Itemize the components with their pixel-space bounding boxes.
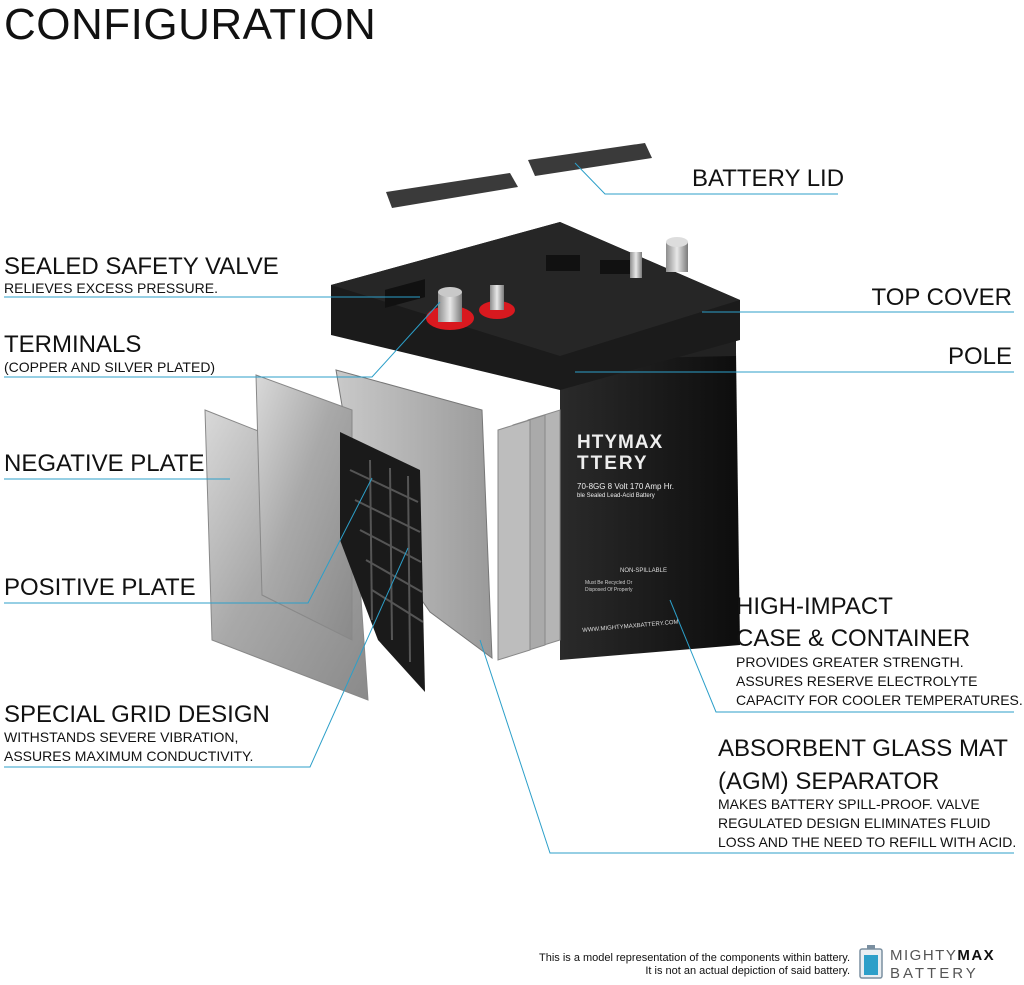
label-positive-plate: POSITIVE PLATE — [4, 574, 196, 601]
battery-logo-icon — [858, 945, 884, 979]
leader-special-grid — [4, 547, 409, 768]
leader-case — [669, 599, 1014, 713]
positive-plate — [255, 374, 353, 641]
leader-agm — [479, 639, 1014, 854]
label-battery-lid: BATTERY LID — [692, 165, 845, 192]
desc-agm-2: REGULATED DESIGN ELIMINATES FLUID — [718, 815, 991, 831]
label-special-grid: SPECIAL GRID DESIGN — [4, 701, 270, 728]
leader-positive-plate — [4, 477, 373, 604]
label-pole: POLE — [947, 343, 1012, 370]
logo-word-max: MAX — [957, 947, 996, 964]
footer-disclaimer-line2: It is not an actual depiction of said ba… — [645, 965, 850, 977]
battery-brand-line2: TTERY — [577, 453, 649, 474]
logo-wordmark-line2: BATTERY — [890, 965, 979, 982]
desc-sealed-safety-valve: RELIEVES EXCESS PRESSURE. — [4, 280, 218, 296]
logo-word-mighty: MIGHTY — [890, 947, 958, 964]
desc-agm-3: LOSS AND THE NEED TO REFILL WITH ACID. — [718, 834, 1017, 850]
desc-case-1: PROVIDES GREATER STRENGTH. — [736, 654, 964, 670]
label-terminals: TERMINALS — [4, 331, 142, 358]
battery-lid-piece-right — [528, 143, 652, 176]
logo-wordmark-line1: MIGHTYMAX — [890, 948, 995, 963]
page-title: CONFIGURATION — [4, 0, 377, 49]
battery-type-text: ble Sealed Lead-Acid Battery — [577, 493, 655, 499]
nonspill-text: NON-SPILLABLE — [620, 568, 668, 574]
leader-battery-lid — [574, 162, 838, 195]
battery-model-text: 70-8GG 8 Volt 170 Amp Hr. — [577, 482, 674, 491]
label-agm-line2: (AGM) SEPARATOR — [718, 768, 940, 795]
special-grid — [340, 432, 425, 692]
leader-terminals — [4, 301, 441, 378]
label-sealed-safety-valve: SEALED SAFETY VALVE — [4, 253, 279, 280]
battery-brand-line1: HTYMAX — [577, 432, 664, 453]
label-top-cover: TOP COVER — [871, 284, 1012, 311]
label-case-line1: HIGH-IMPACT — [736, 593, 893, 620]
desc-special-grid-2: ASSURES MAXIMUM CONDUCTIVITY. — [4, 748, 254, 764]
battery-brand-print: HTYMAX TTERY 70-8GG 8 Volt 170 Amp Hr. b… — [577, 432, 727, 500]
desc-special-grid-1: WITHSTANDS SEVERE VIBRATION, — [4, 729, 239, 745]
battery-case — [560, 352, 740, 660]
label-agm-line1: ABSORBENT GLASS MAT — [718, 735, 1008, 762]
desc-case-2: ASSURES RESERVE ELECTROLYTE — [736, 673, 978, 689]
desc-agm-1: MAKES BATTERY SPILL-PROOF. VALVE — [718, 796, 980, 812]
desc-terminals: (COPPER AND SILVER PLATED) — [4, 359, 216, 375]
label-negative-plate: NEGATIVE PLATE — [4, 450, 205, 477]
battery-lid-piece-left — [386, 173, 518, 208]
desc-case-3: CAPACITY FOR COOLER TEMPERATURES. — [736, 692, 1023, 708]
footer-disclaimer-line1: This is a model representation of the co… — [538, 952, 850, 964]
label-case-line2: CASE & CONTAINER — [736, 625, 971, 652]
recycle-text: Must Be Recycled Or Disposed Of Properly — [585, 580, 633, 593]
